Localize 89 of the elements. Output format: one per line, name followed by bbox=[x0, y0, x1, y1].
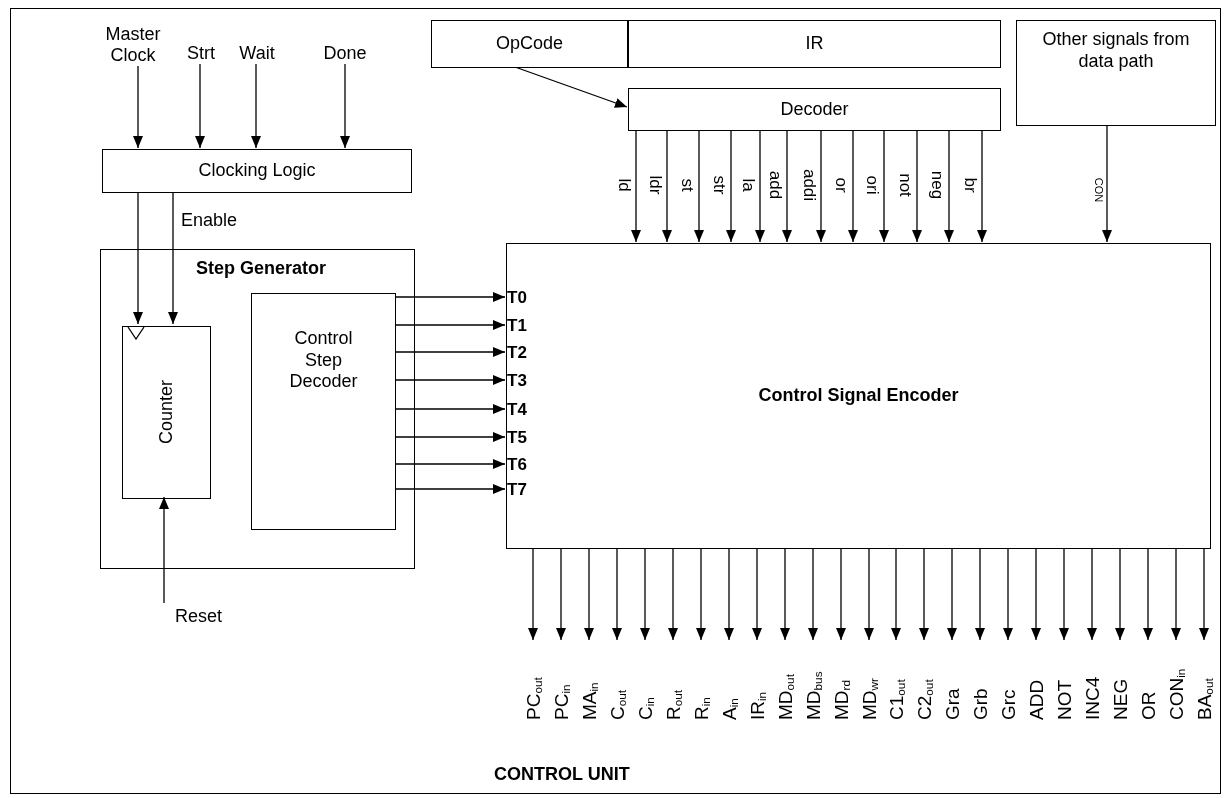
block-label: Control Step Decoder bbox=[288, 328, 359, 393]
edge-label: addi bbox=[801, 168, 818, 202]
arrow bbox=[752, 547, 762, 641]
arrow bbox=[1031, 547, 1041, 641]
arrow bbox=[668, 547, 678, 641]
decoder-block bbox=[628, 88, 1001, 131]
arrow bbox=[782, 129, 792, 243]
arrow bbox=[662, 129, 672, 243]
arrow bbox=[133, 191, 143, 325]
edge-label: T6 bbox=[507, 455, 527, 473]
arrow bbox=[816, 129, 826, 243]
edge-label: la bbox=[740, 178, 757, 192]
arrow bbox=[251, 63, 261, 149]
edge-label: T5 bbox=[507, 428, 527, 446]
arrow bbox=[808, 547, 818, 641]
logic-block bbox=[102, 149, 412, 193]
block-label: OpCode bbox=[495, 33, 563, 55]
arrow bbox=[1115, 547, 1125, 641]
arrow bbox=[133, 65, 143, 149]
arrow bbox=[977, 129, 987, 243]
counter-block bbox=[122, 326, 211, 499]
edge-label: T4 bbox=[507, 400, 527, 418]
block-label: CONTROL UNIT bbox=[494, 764, 630, 786]
arrow bbox=[159, 496, 169, 604]
arrow bbox=[919, 547, 929, 641]
signal-name: Done bbox=[314, 39, 376, 65]
arrow bbox=[975, 547, 985, 641]
arrow bbox=[864, 547, 874, 641]
arrow bbox=[1003, 547, 1013, 641]
generator-block bbox=[100, 249, 415, 569]
block-label: Other signals from data path bbox=[1041, 29, 1191, 73]
arrow bbox=[912, 129, 922, 243]
edge-label: T0 bbox=[507, 288, 527, 306]
signal-name: Reset bbox=[161, 604, 241, 628]
edge-label: T3 bbox=[507, 371, 527, 389]
edge-label: ori bbox=[864, 175, 881, 195]
signal-source-block bbox=[1016, 20, 1216, 126]
arrow bbox=[694, 129, 704, 243]
arrow bbox=[195, 63, 205, 149]
arrow bbox=[726, 129, 736, 243]
signal-name: Strt bbox=[179, 39, 223, 65]
block-label: Clocking Logic bbox=[198, 160, 316, 182]
arrow bbox=[631, 129, 641, 243]
encoder-block bbox=[506, 243, 1211, 549]
arrow bbox=[947, 547, 957, 641]
signal-name: Master Clock bbox=[93, 15, 173, 67]
edge-label: T7 bbox=[507, 480, 527, 498]
block-label: Step Generator bbox=[196, 258, 327, 280]
arrow bbox=[340, 63, 350, 149]
arrow bbox=[1143, 547, 1153, 641]
arrow bbox=[879, 129, 889, 243]
arrow bbox=[556, 547, 566, 641]
block-label: Decoder bbox=[780, 98, 849, 121]
arrow bbox=[891, 547, 901, 641]
edge-label: ldr bbox=[647, 175, 664, 195]
signal-name: Wait bbox=[231, 39, 283, 65]
arrow bbox=[640, 547, 650, 641]
arrow bbox=[584, 547, 594, 641]
arrow bbox=[1087, 547, 1097, 641]
edge-label: T2 bbox=[507, 343, 527, 361]
edge-label: br bbox=[962, 177, 979, 193]
arrow bbox=[696, 547, 706, 641]
edge-label: add bbox=[767, 170, 784, 200]
edge-label: str bbox=[711, 175, 728, 195]
arrow bbox=[836, 547, 846, 641]
arrow bbox=[1199, 547, 1209, 641]
edge-label: ld bbox=[616, 178, 633, 192]
arrow bbox=[755, 129, 765, 243]
edge-label: st bbox=[679, 178, 696, 192]
arrow bbox=[724, 547, 734, 641]
edge-label: CON bbox=[1093, 177, 1104, 203]
arrow bbox=[1102, 124, 1112, 243]
block-label: Control Signal Encoder bbox=[758, 385, 959, 407]
arrow bbox=[1059, 547, 1069, 641]
arrow bbox=[612, 547, 622, 641]
arrow bbox=[168, 191, 178, 325]
register-field bbox=[431, 20, 628, 68]
arrow bbox=[528, 547, 538, 641]
block-label: Counter bbox=[155, 380, 177, 445]
edge-label: not bbox=[897, 173, 914, 197]
arrow bbox=[1171, 547, 1181, 641]
edge-label: T1 bbox=[507, 316, 527, 334]
arrow bbox=[848, 129, 858, 243]
block-label: IR bbox=[805, 33, 824, 55]
control-unit-frame bbox=[10, 8, 1221, 794]
arrow bbox=[780, 547, 790, 641]
arrow bbox=[944, 129, 954, 243]
decoder-block bbox=[251, 293, 396, 530]
register-block bbox=[628, 20, 1001, 68]
